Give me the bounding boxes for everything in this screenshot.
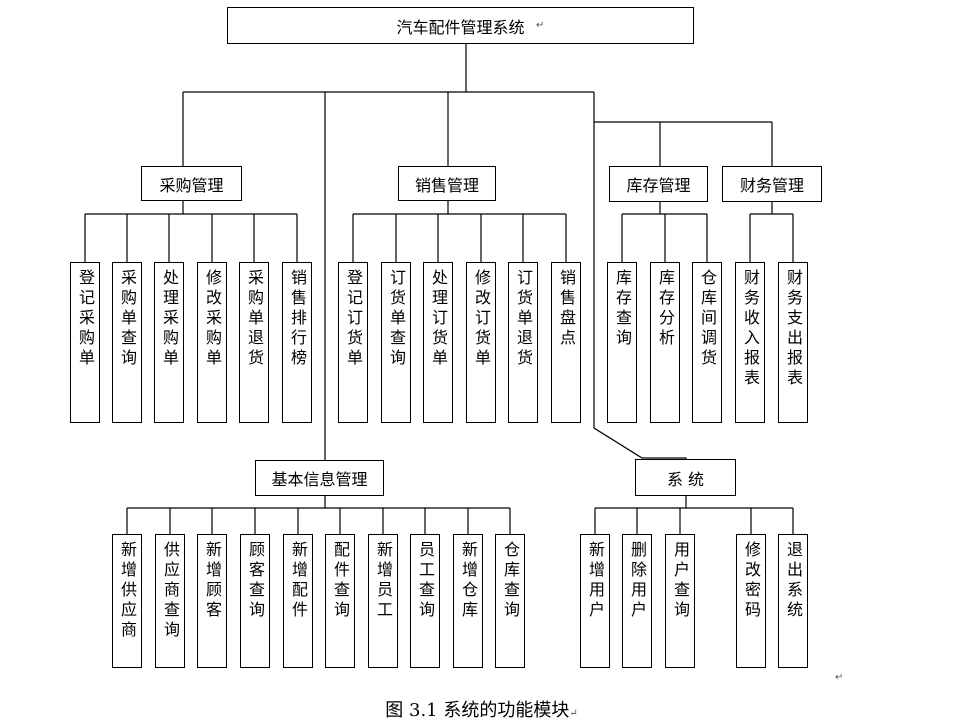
sales-item: 订货单查询 (381, 262, 411, 423)
inventory-children-bus (621, 202, 708, 262)
system-item: 修改密码 (736, 534, 766, 668)
sales-item-label: 处理订货单 (429, 269, 448, 369)
sales-item: 处理订货单 (423, 262, 453, 423)
finance-item-label: 财务支出报表 (784, 269, 803, 389)
inventory-item: 库存分析 (650, 262, 680, 423)
system-item: 用户查询 (665, 534, 695, 668)
inventory-item-label: 库存分析 (656, 269, 675, 349)
system-item: 新增用户 (580, 534, 610, 668)
basic-item: 供应商查询 (155, 534, 185, 668)
system-node: 系 统 (635, 459, 736, 496)
system-item-label: 修改密码 (742, 541, 761, 621)
purchase-label: 采购管理 (159, 175, 224, 195)
sales-item-label: 订货单查询 (387, 269, 406, 369)
basic-item-label: 新增配件 (289, 541, 308, 621)
basic-node: 基本信息管理 (255, 460, 384, 496)
basic-item: 新增供应商 (112, 534, 142, 668)
system-item-label: 新增用户 (586, 541, 605, 621)
system-item-label: 退出系统 (784, 541, 803, 621)
basic-item: 配件查询 (325, 534, 355, 668)
purchase-item: 销售排行榜 (282, 262, 312, 423)
purchase-item: 采购单退货 (239, 262, 269, 423)
purchase-item-label: 采购单退货 (245, 269, 264, 369)
basic-item: 仓库查询 (495, 534, 525, 668)
sales-label: 销售管理 (414, 175, 479, 195)
system-children-bus (594, 496, 794, 534)
figure-caption: 图 3.1 系统的功能模块↵ (0, 696, 963, 722)
sales-item-label: 订货单退货 (514, 269, 533, 369)
basic-item-label: 仓库查询 (501, 541, 520, 621)
purchase-node: 采购管理 (141, 166, 242, 201)
sales-item-label: 修改订货单 (472, 269, 491, 369)
paragraph-mark: ↵ (835, 672, 844, 683)
sales-item-label: 销售盘点 (557, 269, 576, 349)
purchase-item: 采购单查询 (112, 262, 142, 423)
paragraph-mark: ↵ (536, 20, 545, 31)
root-label: 汽车配件管理系统 (396, 17, 525, 37)
basic-item: 新增员工 (368, 534, 398, 668)
basic-item-label: 供应商查询 (161, 541, 180, 641)
sales-item: 订货单退货 (508, 262, 538, 423)
basic-item: 新增顾客 (197, 534, 227, 668)
finance-node: 财务管理 (722, 166, 822, 202)
root-node: 汽车配件管理系统 (227, 7, 694, 44)
sales-item-label: 登记订货单 (344, 269, 363, 369)
basic-item-label: 新增仓库 (459, 541, 478, 621)
basic-item: 新增仓库 (453, 534, 483, 668)
inventory-node: 库存管理 (609, 166, 708, 202)
sales-node: 销售管理 (398, 166, 496, 201)
system-label: 系 统 (666, 469, 705, 489)
purchase-children-bus (84, 200, 298, 262)
caption-paragraph-mark: ↵ (569, 708, 578, 719)
system-item: 退出系统 (778, 534, 808, 668)
basic-children-bus (126, 496, 511, 534)
basic-item-label: 新增员工 (374, 541, 393, 621)
inventory-label: 库存管理 (626, 176, 691, 195)
basic-item-label: 员工查询 (416, 541, 435, 621)
inventory-item-label: 仓库间调货 (698, 269, 717, 369)
purchase-item: 登记采购单 (70, 262, 100, 423)
sales-item: 修改订货单 (466, 262, 496, 423)
purchase-item: 处理采购单 (154, 262, 184, 423)
inventory-item: 仓库间调货 (692, 262, 722, 423)
inventory-branch (593, 92, 687, 459)
system-item-label: 删除用户 (628, 541, 647, 621)
purchase-item: 修改采购单 (197, 262, 227, 423)
purchase-item-label: 修改采购单 (203, 269, 222, 369)
basic-item: 员工查询 (410, 534, 440, 668)
basic-item: 顾客查询 (240, 534, 270, 668)
finance-item: 财务支出报表 (778, 262, 808, 423)
sales-item: 销售盘点 (551, 262, 581, 423)
finance-label: 财务管理 (739, 176, 804, 195)
purchase-item-label: 采购单查询 (118, 269, 137, 369)
finance-children-bus (749, 202, 794, 262)
inventory-item: 库存查询 (607, 262, 637, 423)
purchase-item-label: 登记采购单 (76, 269, 95, 369)
basic-label: 基本信息管理 (271, 470, 368, 489)
inventory-item-label: 库存查询 (613, 269, 632, 349)
purchase-item-label: 销售排行榜 (288, 269, 307, 369)
system-item: 删除用户 (622, 534, 652, 668)
system-item-label: 用户查询 (671, 541, 690, 621)
basic-item-label: 顾客查询 (246, 541, 265, 621)
purchase-item-label: 处理采购单 (160, 269, 179, 369)
basic-item: 新增配件 (283, 534, 313, 668)
sales-item: 登记订货单 (338, 262, 368, 423)
finance-item-label: 财务收入报表 (741, 269, 760, 389)
finance-item: 财务收入报表 (735, 262, 765, 423)
basic-item-label: 新增顾客 (203, 541, 222, 621)
basic-item-label: 新增供应商 (118, 541, 137, 641)
basic-item-label: 配件查询 (331, 541, 350, 621)
sales-children-bus (352, 200, 567, 262)
figure-caption-text: 图 3.1 系统的功能模块 (385, 700, 570, 721)
